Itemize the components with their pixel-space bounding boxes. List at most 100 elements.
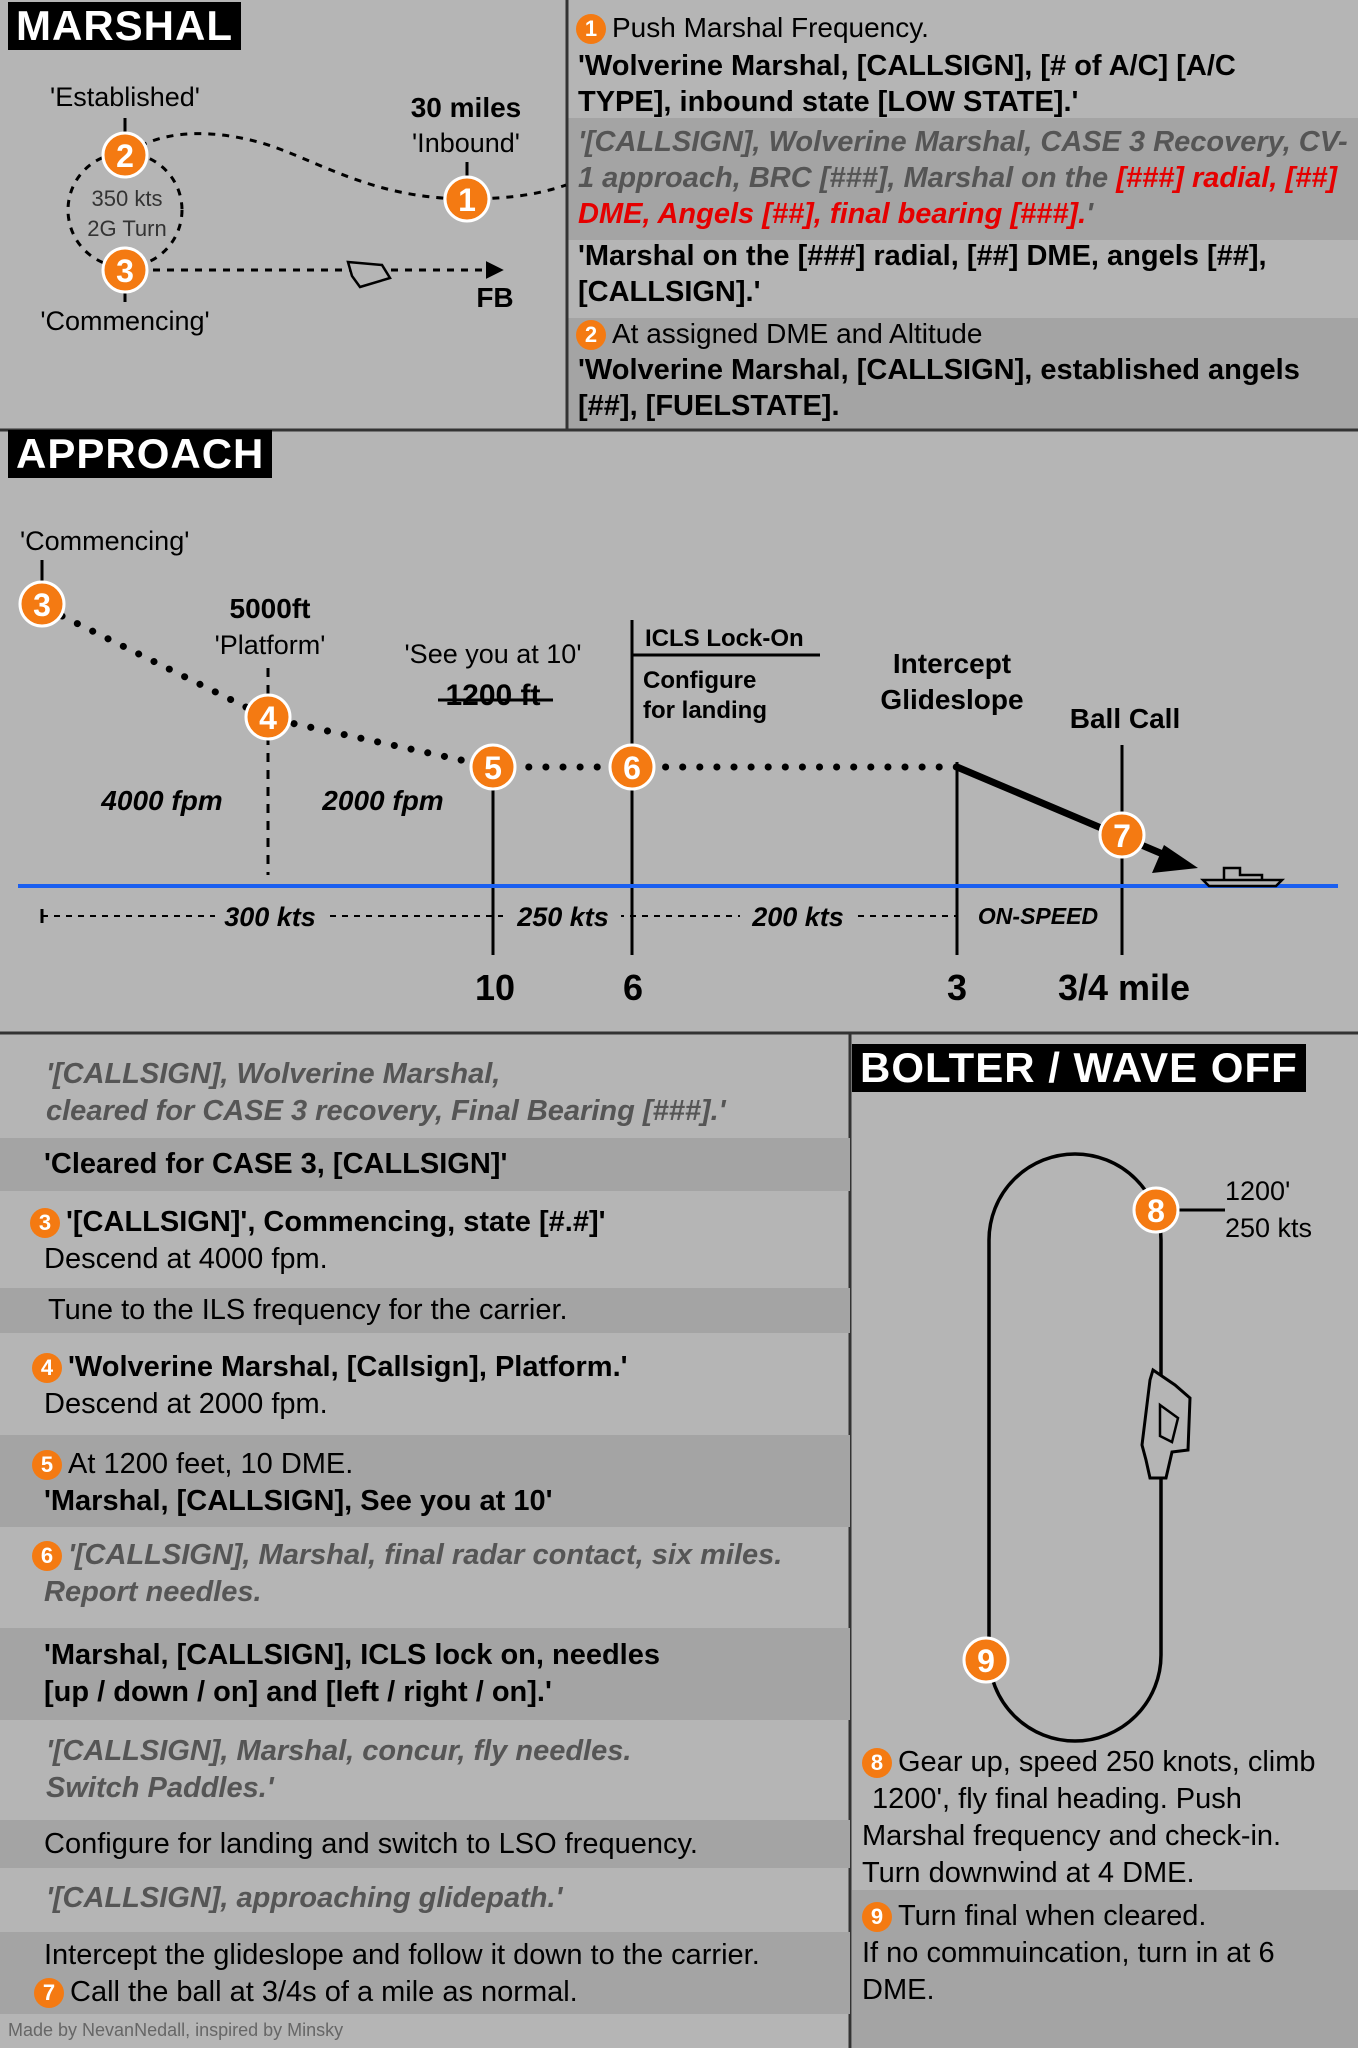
svg-text:1: 1 xyxy=(458,182,476,218)
approach-row-3: 3'[CALLSIGN]', Commencing, state [#.#]' … xyxy=(30,1204,606,1278)
marshal-call-2: 'Wolverine Marshal, [CALLSIGN], establis… xyxy=(578,354,1300,422)
approach-commencing-label: 'Commencing' xyxy=(20,526,189,556)
inbound-path xyxy=(127,132,567,201)
racetrack-pattern xyxy=(987,1152,1163,1743)
badge-6: 6 xyxy=(32,1541,62,1571)
bolter-speed-label: 250 kts xyxy=(1225,1213,1312,1243)
configure-label: Configure xyxy=(643,667,756,694)
alt-1200-label: 1200 ft xyxy=(445,679,540,712)
row-band xyxy=(0,1435,850,1527)
approach-row-11: '[CALLSIGN], approaching glidepath.' xyxy=(46,1882,563,1914)
badge-3: 3 xyxy=(30,1208,60,1238)
badge-5: 5 xyxy=(32,1450,62,1480)
marshal-reply-1: '[CALLSIGN], Wolverine Marshal, CASE 3 R… xyxy=(578,126,1348,230)
svg-text:2: 2 xyxy=(116,138,134,174)
commencing-label: 'Commencing' xyxy=(40,306,209,336)
svg-text:8: 8 xyxy=(1147,1193,1165,1229)
approach-row-2: 'Cleared for CASE 3, [CALLSIGN]' xyxy=(44,1148,508,1180)
fpm-2000-label: 2000 fpm xyxy=(321,785,443,816)
bolter-pattern-diagram xyxy=(987,1152,1225,1743)
badge-8-bolter: 8 xyxy=(1132,1186,1180,1234)
fpm-4000-label: 4000 fpm xyxy=(100,785,222,816)
approach-row-7: 6'[CALLSIGN], Marshal, final radar conta… xyxy=(32,1537,782,1611)
badge-5-approach: 5 xyxy=(469,743,517,791)
fb-label: FB xyxy=(476,282,513,313)
svg-text:9: 9 xyxy=(977,1643,995,1679)
speed-250-label: 250 kts xyxy=(516,902,609,932)
svg-text:5: 5 xyxy=(484,750,502,786)
carrier-icon xyxy=(1140,1367,1192,1480)
badge-9-bolter: 9 xyxy=(962,1636,1010,1684)
svg-text:4: 4 xyxy=(259,700,277,736)
platform-label: 'Platform' xyxy=(215,630,326,660)
distance-label: 30 miles xyxy=(411,92,522,123)
dme-3-label: 3 xyxy=(947,967,967,1008)
row-band xyxy=(0,1138,850,1191)
badge-3-approach: 3 xyxy=(18,580,66,628)
established-label: 'Established' xyxy=(50,82,200,112)
dme-34-label: 3/4 mile xyxy=(1058,967,1190,1008)
marshal-call-1: 'Wolverine Marshal, [CALLSIGN], [# of A/… xyxy=(578,50,1236,118)
speed-300-label: 300 kts xyxy=(224,902,316,932)
on-speed-label: ON-SPEED xyxy=(978,903,1098,929)
row-band xyxy=(852,1890,1358,2048)
row-band xyxy=(0,1932,850,2014)
svg-text:7: 7 xyxy=(1113,818,1131,854)
badge-4: 4 xyxy=(32,1353,62,1383)
ball-call-label: Ball Call xyxy=(1070,703,1180,734)
approach-profile-diagram xyxy=(18,560,1338,955)
row-band xyxy=(0,1820,850,1868)
row-band xyxy=(0,1288,850,1333)
marshal-reply-band xyxy=(566,118,1358,240)
icls-label: ICLS Lock-On xyxy=(645,625,804,652)
dme-6-label: 6 xyxy=(623,967,643,1008)
badge-9: 9 xyxy=(862,1902,892,1932)
bolter-title: BOLTER / WAVE OFF xyxy=(852,1044,1306,1092)
approach-row-9: '[CALLSIGN], Marshal, concur, fly needle… xyxy=(46,1735,632,1804)
svg-text:3: 3 xyxy=(116,253,134,289)
step2-title: At assigned DME and Altitude xyxy=(612,318,983,349)
for-landing-label: for landing xyxy=(643,697,767,724)
step1-title: Push Marshal Frequency. xyxy=(612,12,929,43)
approach-row-5: 4'Wolverine Marshal, [Callsign], Platfor… xyxy=(32,1349,628,1423)
dme-10-label: 10 xyxy=(475,967,515,1008)
svg-text:3: 3 xyxy=(33,587,51,623)
badge-6-approach: 6 xyxy=(608,743,656,791)
row-band xyxy=(0,1628,850,1720)
credit-text: Made by NevanNedall, inspired by Minsky xyxy=(8,2020,344,2040)
marshal-reply-1-red: [###] radial, [##] DME, Angels [##], fin… xyxy=(578,162,1338,230)
alt-5000-label: 5000ft xyxy=(230,593,311,624)
approach-row-1: '[CALLSIGN], Wolverine Marshal, cleared … xyxy=(46,1058,726,1127)
badge-4-approach: 4 xyxy=(244,693,292,741)
badge-8: 8 xyxy=(862,1748,892,1778)
badge-7-approach: 7 xyxy=(1098,811,1146,859)
glideslope-arrowhead xyxy=(1152,845,1198,873)
see-you-label: 'See you at 10' xyxy=(405,639,582,669)
carrier-icon xyxy=(346,260,392,289)
descent-path xyxy=(58,612,961,771)
marshal-title: MARSHAL xyxy=(8,2,241,50)
approach-row-10: Configure for landing and switch to LSO … xyxy=(44,1828,698,1860)
svg-text:6: 6 xyxy=(623,750,641,786)
badge-7: 7 xyxy=(34,1978,64,2008)
badge-2-marshal: 2 xyxy=(101,131,149,179)
badge-1: 1 xyxy=(576,14,606,44)
bolter-alt-label: 1200' xyxy=(1225,1176,1290,1206)
speed-200-label: 200 kts xyxy=(751,902,844,932)
approach-row-4: Tune to the ILS frequency for the carrie… xyxy=(48,1294,568,1326)
intercept-label: Intercept xyxy=(893,648,1011,679)
turn-speed-label: 350 kts xyxy=(92,186,163,211)
badge-3-marshal: 3 xyxy=(101,246,149,294)
badge-2: 2 xyxy=(576,320,606,350)
glideslope-label: Glideslope xyxy=(880,684,1023,715)
approach-title: APPROACH xyxy=(8,430,273,478)
badge-1-marshal: 1 xyxy=(443,175,491,223)
approach-row-12: Intercept the glideslope and follow it d… xyxy=(34,1937,760,2011)
marshal-readback: 'Marshal on the [###] radial, [##] DME, … xyxy=(578,240,1267,308)
